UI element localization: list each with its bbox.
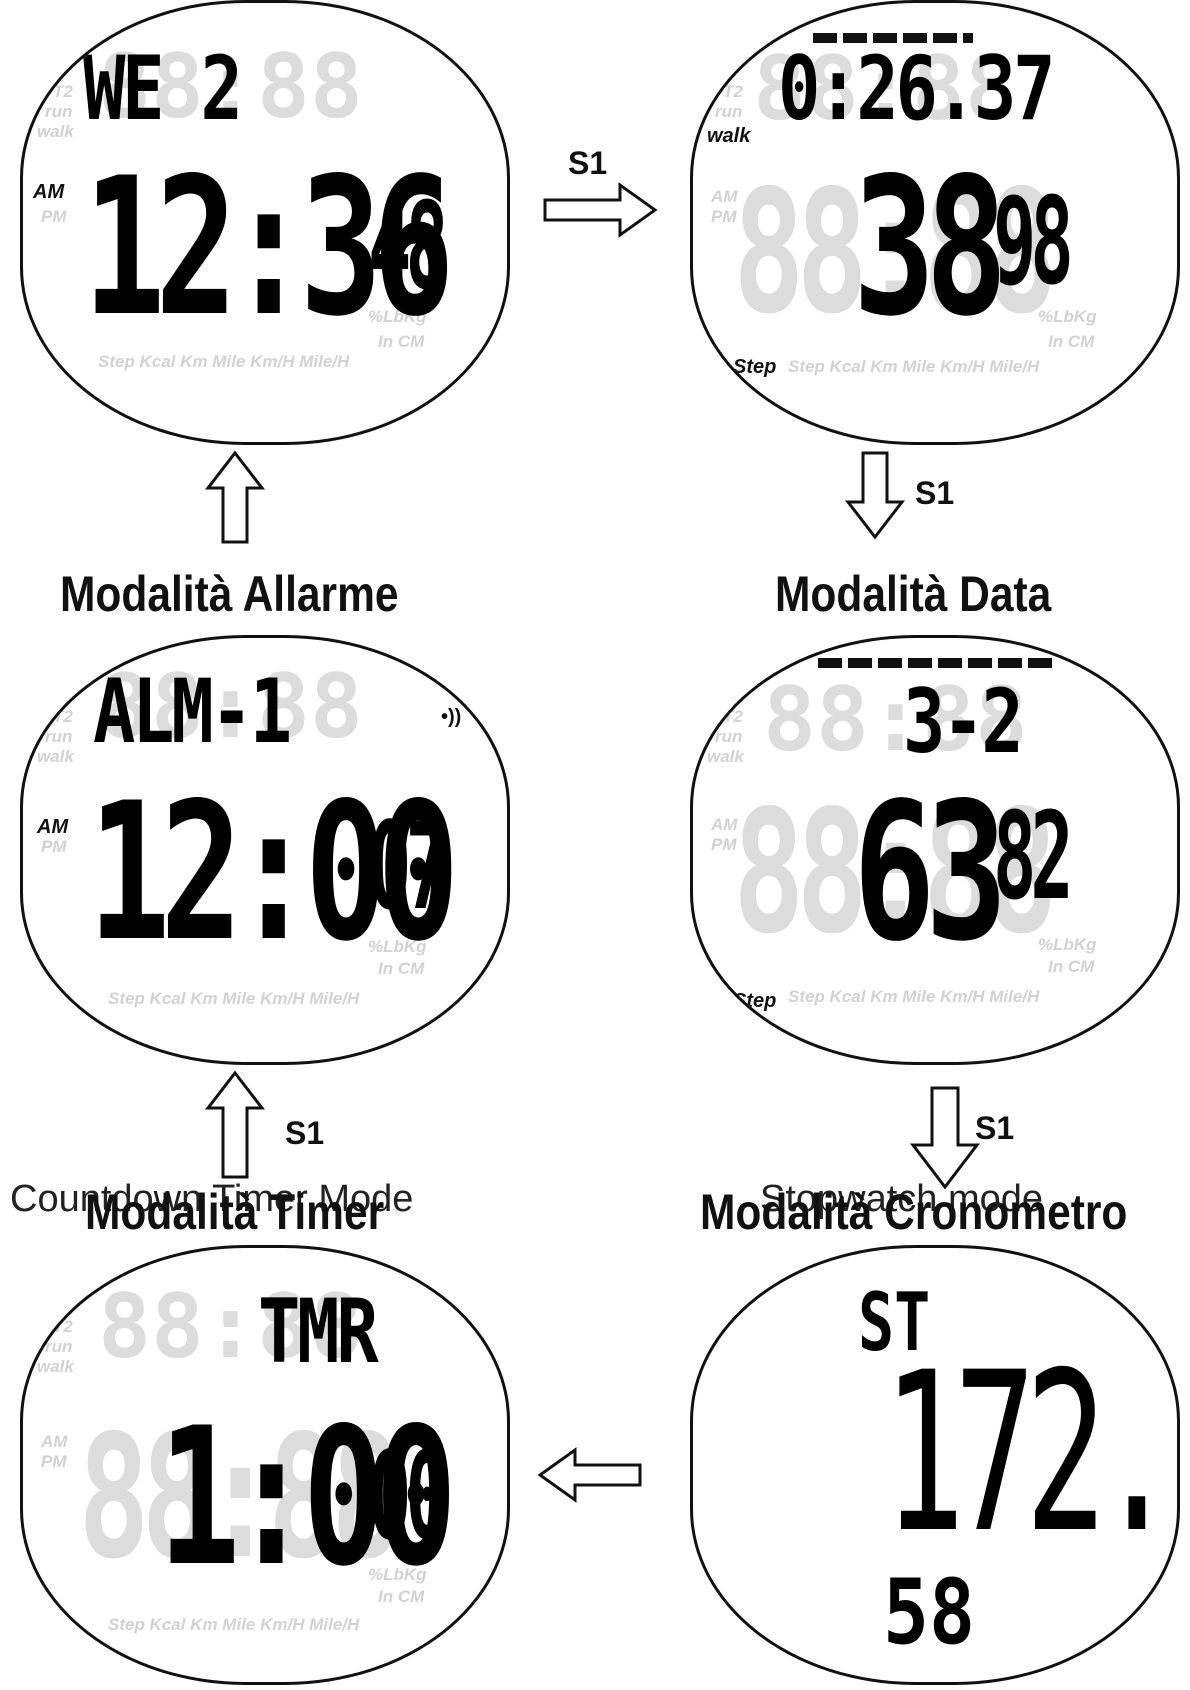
step-indicator: Step [733, 356, 777, 378]
date-seconds-display: 82 [993, 788, 1074, 927]
chrono-top-display: ST [858, 1276, 931, 1369]
walk-main-display: 38 [853, 137, 1008, 358]
ghost-units-row: Step Kcal Km Mile Km/H Mile/H [108, 989, 360, 1008]
alarm-top-display: ALM-1 [93, 660, 292, 763]
alarm-main-display: 12:00 [88, 762, 459, 983]
watch-date-mode: 88:88 T2 run walk AM PM 88:88 %LbKg In C… [690, 635, 1180, 1065]
ghost-label-t2: T2 [723, 707, 743, 726]
arrow-up-2 [204, 1070, 266, 1179]
ghost-units-side2: In CM [1048, 957, 1095, 976]
ghost-label-am: AM [41, 1432, 68, 1451]
title-alarm-mode: Modalità Allarme [60, 566, 399, 622]
watch-alarm-mode: 88:88 T2 run walk PM %LbKg In CM Step Kc… [20, 635, 510, 1065]
ghost-label-pm: PM [41, 837, 67, 856]
ghost-main-digits: 88:88 [733, 774, 1058, 972]
ghost-label-pm: PM [711, 835, 737, 854]
time-seconds-display: 48 [368, 178, 449, 317]
arrow-down-1-label: S1 [915, 475, 955, 511]
arrow-right-label: S1 [568, 145, 608, 181]
title-stopwatch-overlay: Stopwatch mode [760, 1178, 1044, 1220]
ghost-label-t2: T2 [53, 82, 73, 101]
ghost-label-pm: PM [41, 207, 67, 226]
time-top-display: WE 2 [83, 37, 243, 140]
ghost-label-am: AM [711, 815, 738, 834]
watch-timer-mode: 88:88 T2 run walk AM PM 88:88 %LbKg In C… [20, 1245, 510, 1685]
ghost-main-digits: 88:88 [733, 154, 1058, 352]
date-main-display: 63 [853, 762, 1008, 983]
ghost-units-side: %LbKg [1038, 307, 1097, 326]
chrono-sub-display: 58 [883, 1560, 976, 1665]
alarm-sound-icon: •)) [441, 706, 462, 728]
title-date-mode: Modalità Data [775, 566, 1052, 622]
ghost-label-walk: walk [37, 1357, 74, 1376]
date-top-display: 3-2 [903, 670, 1024, 773]
ghost-units-row: Step Kcal Km Mile Km/H Mile/H [788, 987, 1040, 1006]
ghost-main-digits: 88:88 [78, 1399, 403, 1597]
ghost-units-row: Step Kcal Km Mile Km/H Mile/H [108, 1615, 360, 1634]
chrono-main-display: 172. [883, 1325, 1177, 1581]
title-countdown-timer-overlay: Countdown Timer Mode [10, 1178, 414, 1220]
watch-chrono-mode: ST 172. 58 [690, 1245, 1180, 1685]
watch-time-mode: 88:88 T2 run walk PM %LbKg In CM Step Kc… [20, 0, 510, 445]
alarm-ampm-indicator: AM [37, 816, 69, 838]
ghost-label-am: AM [711, 187, 738, 206]
time-ampm-indicator: AM [33, 181, 65, 203]
step-indicator: Step [733, 990, 777, 1012]
walk-indicator: walk [707, 125, 751, 147]
ghost-label-t2: T2 [723, 82, 743, 101]
ghost-units-side2: In CM [378, 332, 425, 351]
timer-main-display: 1:00 [158, 1387, 457, 1608]
ghost-top-digits: 88:88 [98, 655, 363, 758]
ghost-label-walk: walk [37, 122, 74, 141]
ghost-units-side2: In CM [378, 959, 425, 978]
alarm-seconds-display: 07 [368, 798, 449, 937]
arrow-up [204, 450, 266, 544]
walk-seconds-display: 98 [993, 173, 1074, 312]
title-chrono-mode: Modalità Cronometro [700, 1184, 1128, 1240]
arrow-left [537, 1447, 642, 1503]
ghost-top-digits: 88:88 [98, 1275, 363, 1378]
ghost-label-run: run [715, 727, 743, 746]
ghost-label-run: run [45, 102, 73, 121]
ghost-label-run: run [715, 102, 743, 121]
ghost-top-digits: 88:88 [753, 37, 1018, 140]
title-timer-mode: Modalità Timer [85, 1184, 385, 1240]
ghost-units-side2: In CM [1048, 332, 1095, 351]
ghost-units-row: Step Kcal Km Mile Km/H Mile/H [98, 352, 350, 371]
ghost-top-digits: 88:88 [98, 35, 363, 138]
ghost-units-side: %LbKg [368, 1565, 427, 1584]
walk-top-display: 0:26.37 [778, 37, 1055, 140]
ghost-units-side: %LbKg [368, 307, 427, 326]
ghost-label-t2: T2 [53, 1317, 73, 1336]
ghost-units-row: Step Kcal Km Mile Km/H Mile/H [788, 357, 1040, 376]
ghost-units-side2: In CM [378, 1587, 425, 1606]
arrow-up-2-label: S1 [285, 1115, 325, 1151]
ghost-top-digits: 88:88 [763, 668, 1028, 771]
watch-walk-mode: 88:88 T2 run AM PM 88:88 %LbKg In CM Ste… [690, 0, 1180, 445]
segment-dashes [813, 33, 973, 43]
ghost-label-pm: PM [711, 207, 737, 226]
ghost-units-side: %LbKg [368, 937, 427, 956]
timer-seconds-display: 00 [368, 1428, 449, 1567]
ghost-units-side: %LbKg [1038, 935, 1097, 954]
time-main-display: 12:36 [83, 137, 454, 358]
ghost-label-run: run [45, 1337, 73, 1356]
arrow-down-2 [909, 1086, 981, 1190]
ghost-label-t2: T2 [53, 707, 73, 726]
segment-dashes [818, 658, 1058, 668]
arrow-right [543, 182, 658, 238]
timer-top-display: TMR [258, 1280, 379, 1383]
ghost-label-run: run [45, 727, 73, 746]
arrow-down-2-label: S1 [975, 1110, 1015, 1146]
ghost-label-walk: walk [707, 747, 744, 766]
ghost-label-pm: PM [41, 1452, 67, 1471]
arrow-down-1 [844, 451, 906, 540]
ghost-label-walk: walk [37, 747, 74, 766]
